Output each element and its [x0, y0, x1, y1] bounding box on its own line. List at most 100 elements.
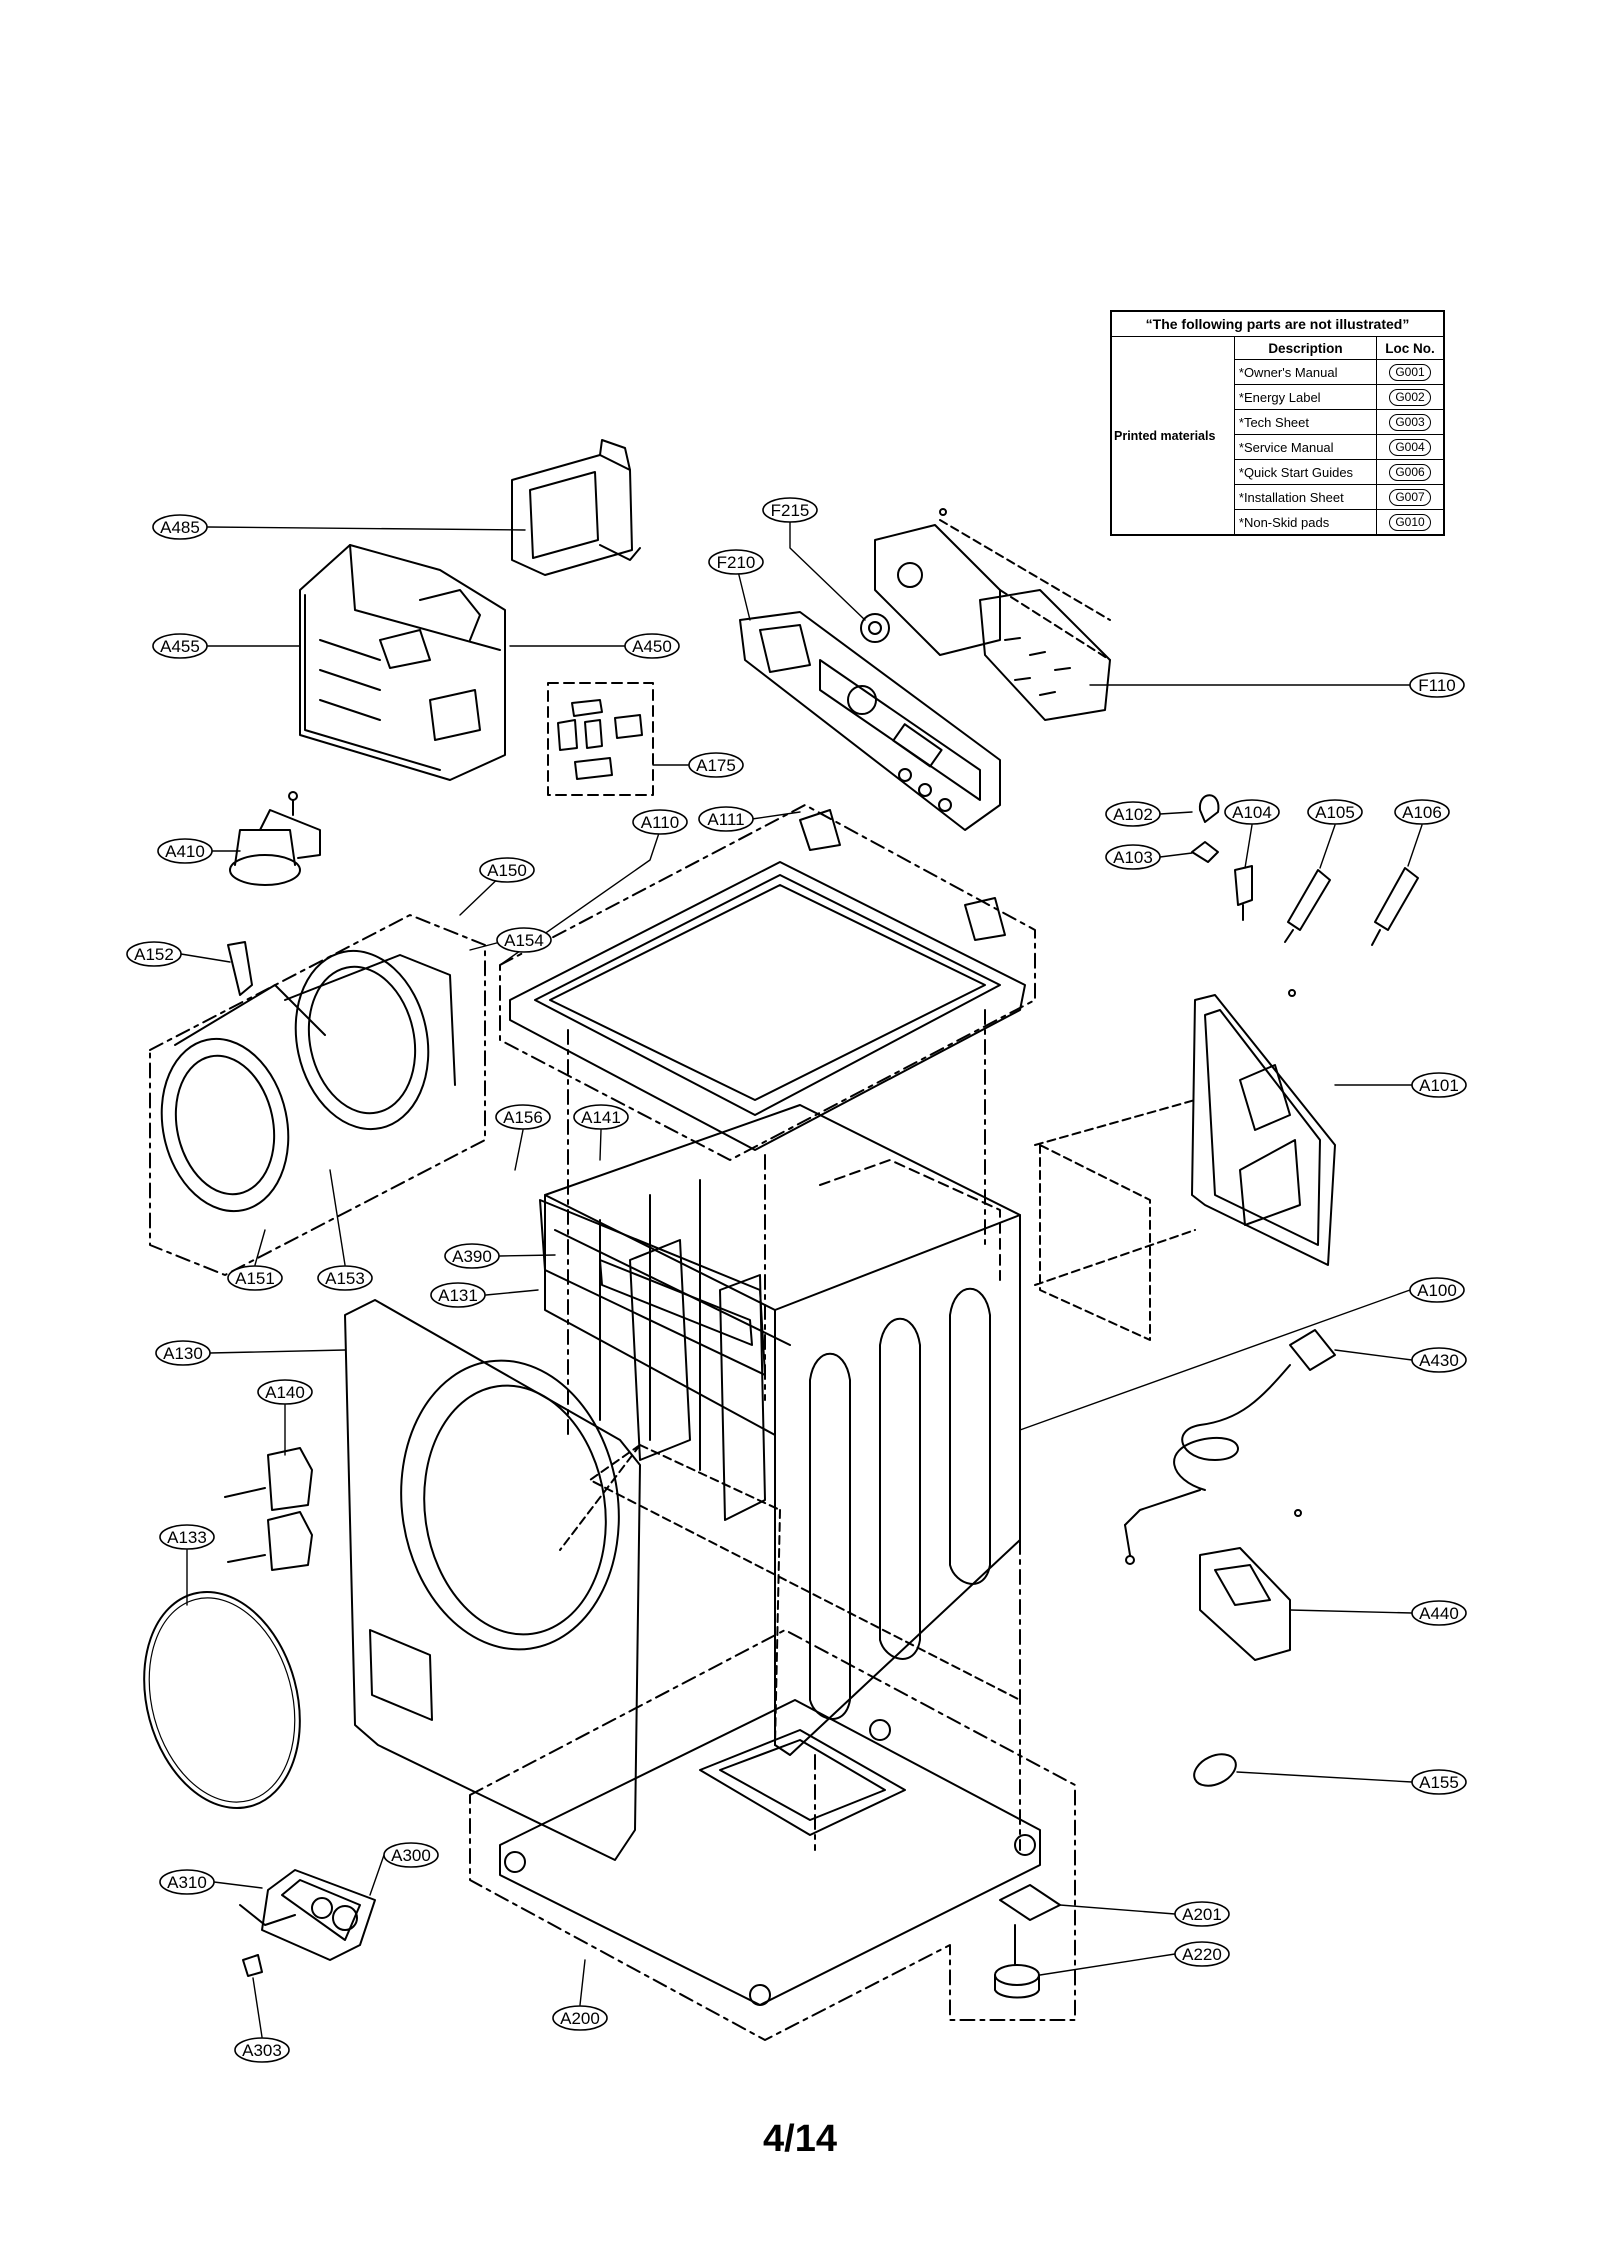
part-label-a150: A150	[479, 857, 535, 883]
clip-set-part	[557, 699, 643, 780]
label-text: A102	[1113, 805, 1153, 824]
label-bubble	[573, 1104, 629, 1130]
label-bubble	[708, 549, 764, 575]
label-bubble	[632, 809, 688, 835]
label-text: A154	[504, 931, 544, 950]
row-description: *Quick Start Guides	[1233, 459, 1378, 485]
part-label-a141: A141	[573, 1104, 629, 1130]
label-bubble	[1411, 1072, 1467, 1098]
clip-set-box	[547, 682, 654, 796]
row-description: *Energy Label	[1233, 384, 1378, 410]
label-text: F210	[717, 553, 756, 572]
label-bubble	[227, 1265, 283, 1291]
power-cord-part	[1124, 1329, 1336, 1565]
label-bubble	[1224, 799, 1280, 825]
label-bubble	[1394, 799, 1450, 825]
part-label-a151: A151	[227, 1265, 283, 1291]
part-label-f215: F215	[762, 497, 818, 523]
label-text: F215	[771, 501, 810, 520]
part-label-a103: A103	[1105, 844, 1161, 870]
noise-filter-part	[1199, 1509, 1302, 1661]
control-panel-part	[739, 611, 1001, 831]
part-label-a140: A140	[257, 1379, 313, 1405]
part-label-a200: A200	[552, 2005, 608, 2031]
row-loc: G002	[1389, 388, 1431, 406]
label-bubble	[257, 1379, 313, 1405]
part-label-a155: A155	[1411, 1769, 1467, 1795]
part-label-a220: A220	[1174, 1941, 1230, 1967]
label-bubble	[1105, 844, 1161, 870]
cabinet-part	[544, 1104, 1021, 1756]
table-col-description: Description	[1233, 336, 1378, 360]
base-frame-box	[469, 1629, 1076, 2041]
label-text: A201	[1182, 1905, 1222, 1924]
label-text: A103	[1113, 848, 1153, 867]
label-bubble	[159, 1524, 215, 1550]
label-bubble	[1307, 799, 1363, 825]
table-row: *Energy Label G002	[1111, 384, 1445, 410]
part-label-a131: A131	[430, 1282, 486, 1308]
row-loc: G003	[1389, 413, 1431, 431]
part-label-a130: A130	[155, 1340, 211, 1366]
part-label-a111: A111	[698, 806, 754, 832]
label-bubble	[159, 1869, 215, 1895]
leveling-foot-part	[994, 1924, 1040, 1999]
back-cover-guide	[1034, 1099, 1196, 1341]
part-label-a154: A154	[496, 927, 552, 953]
part-label-a430: A430	[1411, 1347, 1467, 1373]
row-loc: G004	[1389, 438, 1431, 456]
base-frame-part	[499, 1699, 1041, 2006]
part-label-a201: A201	[1174, 1901, 1230, 1927]
door-ring-box	[149, 914, 486, 1276]
label-bubble	[762, 497, 818, 523]
row-description: *Installation Sheet	[1233, 484, 1378, 510]
label-bubble	[1105, 801, 1161, 827]
label-text: A152	[134, 945, 174, 964]
filter-cover-part	[239, 1869, 376, 1961]
label-bubble	[152, 633, 208, 659]
label-bubble	[1411, 1600, 1467, 1626]
label-text: A105	[1315, 803, 1355, 822]
label-text: A111	[707, 810, 744, 829]
label-text: A310	[167, 1873, 207, 1892]
label-bubble	[495, 1104, 551, 1130]
back-cover-part	[1191, 989, 1336, 1266]
table-row: *Quick Start Guides G006	[1111, 459, 1445, 485]
part-label-a455: A455	[152, 633, 208, 659]
part-label-a101: A101	[1411, 1072, 1467, 1098]
label-text: A390	[452, 1247, 492, 1266]
foot-bracket-part	[999, 1884, 1061, 1921]
top-plate-box	[499, 804, 1036, 1161]
label-text: A156	[503, 1108, 543, 1127]
label-text: A151	[235, 1269, 275, 1288]
row-loc: G006	[1389, 463, 1431, 481]
label-text: A300	[391, 1846, 431, 1865]
label-bubble	[430, 1282, 486, 1308]
center-dashline	[567, 1009, 1021, 1851]
label-text: A150	[487, 861, 527, 880]
label-text: A153	[325, 1269, 365, 1288]
label-text: A140	[265, 1383, 305, 1402]
door-hinge-part	[224, 1447, 313, 1571]
page-number: 4/14	[763, 2118, 837, 2160]
part-label-a100: A100	[1409, 1277, 1465, 1303]
label-text: A455	[160, 637, 200, 656]
part-label-a450: A450	[624, 633, 680, 659]
row-loc: G010	[1389, 513, 1431, 531]
label-bubble	[444, 1243, 500, 1269]
label-bubble	[624, 633, 680, 659]
label-bubble	[155, 1340, 211, 1366]
part-label-a485: A485	[152, 514, 208, 540]
row-description: *Owner's Manual	[1233, 359, 1378, 385]
part-label-a310: A310	[159, 1869, 215, 1895]
label-text: A133	[167, 1528, 207, 1547]
part-label-a105: A105	[1307, 799, 1363, 825]
part-label-a104: A104	[1224, 799, 1280, 825]
label-text: A101	[1419, 1076, 1459, 1095]
label-text: A200	[560, 2009, 600, 2028]
label-text: A175	[696, 756, 736, 775]
